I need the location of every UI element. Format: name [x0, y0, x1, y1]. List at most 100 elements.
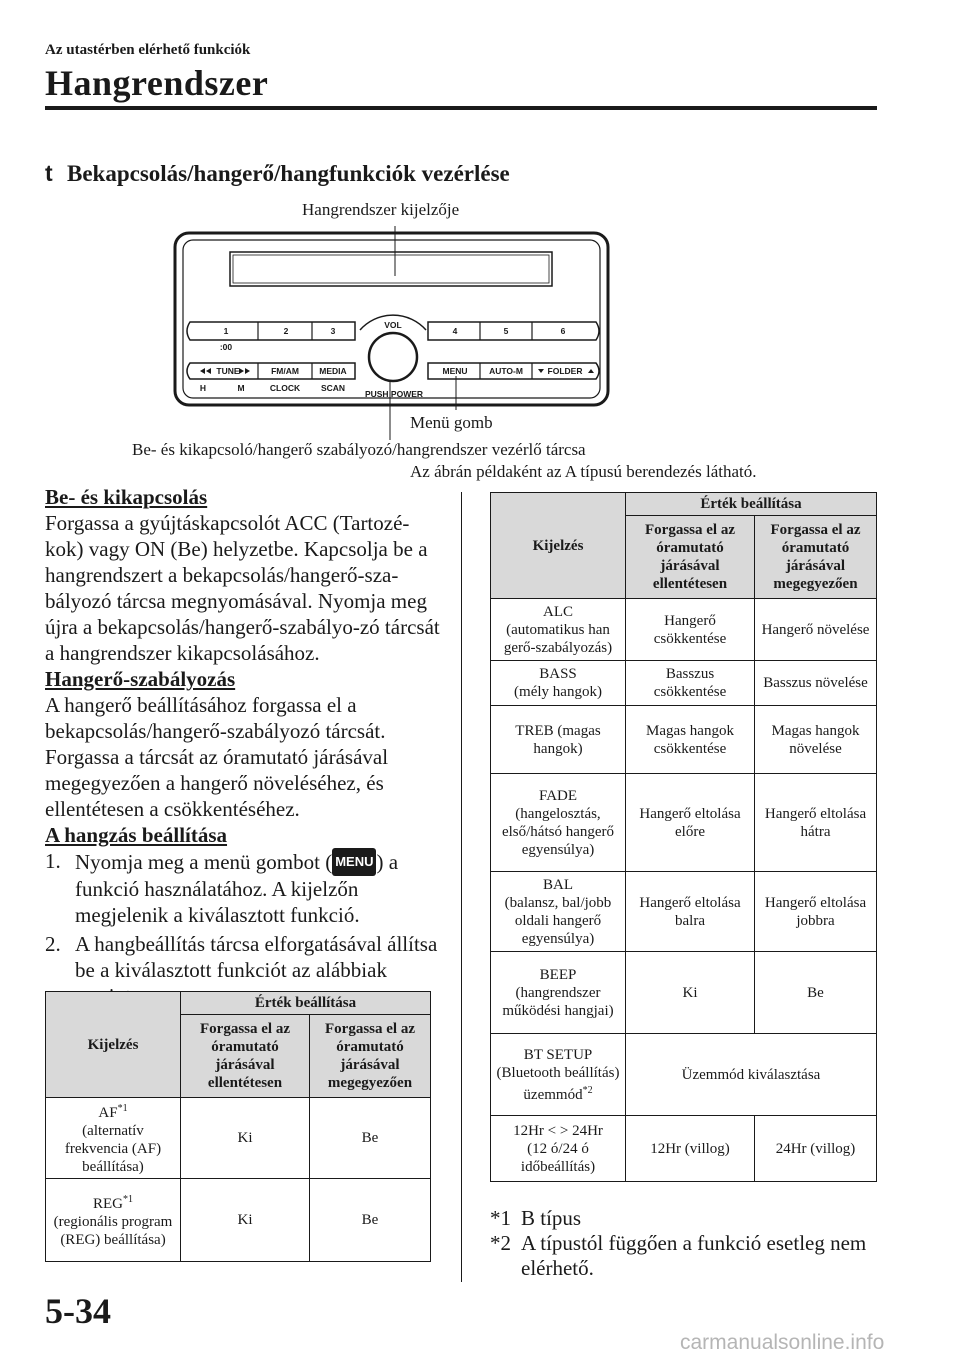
table-row-label: ALC(automatikus han gerő-szabályozás)	[490, 598, 626, 661]
table-cell: Magas hangok csökkentése	[625, 705, 755, 774]
push-power-label: PUSH POWER	[365, 389, 423, 399]
table-row-label: 12Hr < > 24Hr(12 ó/24 ó időbeállítás)	[490, 1115, 626, 1182]
display-window	[229, 251, 553, 287]
header-ccw: Forgassa el az óramutató járásával ellen…	[625, 515, 755, 599]
preset-3-label: 3	[331, 326, 336, 336]
autom-button-label: AUTO-M	[489, 366, 523, 376]
preset-4-label: 4	[453, 326, 458, 336]
clock-label: CLOCK	[270, 383, 301, 393]
vol-label: VOL	[384, 320, 401, 330]
step-2-text: A hangbeállítás tárcsa elforgatásával ál…	[75, 932, 438, 1008]
table-cell: Hangerő növelése	[754, 598, 877, 661]
column-divider	[461, 492, 462, 1282]
table-cell: Hangerő eltolása hátra	[754, 773, 877, 872]
table-row-label: BAL(balansz, bal/jobb oldali hangerő egy…	[490, 871, 626, 952]
table-cell: 24Hr (villog)	[754, 1115, 877, 1182]
diagram-caption: Az ábrán példaként az A típusú berendezé…	[410, 462, 757, 481]
step-2: 2. A hangbeállítás tárcsa elforgatásával…	[45, 931, 440, 1009]
title-divider	[45, 106, 877, 110]
preset-bar-right	[427, 321, 600, 341]
subheading-power: Be- és kikapcsolás	[45, 485, 208, 509]
function-bar-left	[186, 362, 356, 380]
section-heading: t Bekapcsolás/hangerő/hangfunkciók vezérl…	[45, 160, 510, 187]
header-ccw: Forgassa el az óramutató járásával ellen…	[180, 1014, 310, 1098]
preset-1-label: 1	[224, 326, 229, 336]
table-cell: Be	[754, 951, 877, 1034]
audio-unit-diagram: 1 2 3 4 5 6 :00 TUNE FM/AM MEDIA MENU AU…	[173, 226, 610, 440]
table-row-label: TREB (magas hangok)	[490, 705, 626, 774]
folder-button-label: FOLDER	[548, 366, 583, 376]
paragraph-power: Forgassa a gyújtáskapcsolót ACC (Tartozé…	[45, 511, 440, 665]
preset-6-label: 6	[561, 326, 566, 336]
step-1: 1. Nyomja meg a menü gombot (MENU) a fun…	[45, 848, 440, 928]
section-marker-icon: t	[45, 160, 53, 186]
step-1-number: 1.	[45, 849, 61, 873]
table-cell: Ki	[180, 1178, 310, 1262]
table-cell: Hangerő eltolása jobbra	[754, 871, 877, 952]
table-cell: Hangerő eltolása balra	[625, 871, 755, 952]
volume-dial	[367, 331, 419, 383]
header-value: Érték beállítása	[625, 492, 877, 516]
subheading-volume: Hangerő-szabályozás	[45, 667, 236, 691]
folder-up-icon	[588, 369, 594, 373]
section-heading-text: Bekapcsolás/hangerő/hangfunkciók vezérlé…	[67, 161, 510, 186]
header-value: Érték beállítása	[180, 991, 431, 1015]
audio-unit-body	[173, 231, 610, 407]
table-row-label: BT SETUP(Bluetooth beállítás) üzemmód*2	[490, 1033, 626, 1116]
page-title: Hangrendszer	[45, 63, 269, 103]
page-number: 5-34	[45, 1291, 111, 1331]
step-2-number: 2.	[45, 932, 61, 956]
table-cell: 12Hr (villog)	[625, 1115, 755, 1182]
settings-table-b: Kijelzés Érték beállítása Forgassa el az…	[490, 492, 877, 1182]
zero-label: :00	[220, 342, 233, 352]
scan-label: SCAN	[321, 383, 345, 393]
table-row-label: FADE(hangelosztás, első/hátsó hangerő eg…	[490, 773, 626, 872]
seek-forward-icon	[239, 368, 250, 374]
breadcrumb: Az utastérben elérhető funkciók	[45, 42, 251, 58]
left-column: Be- és kikapcsolás Forgassa a gyújtáskap…	[45, 484, 440, 1009]
preset-2-label: 2	[284, 326, 289, 336]
table-cell: Magas hangok növelése	[754, 705, 877, 774]
table-cell: Ki	[180, 1097, 310, 1179]
callout-volume-dial: Be- és kikapcsoló/hangerő szabályozó/han…	[132, 440, 586, 459]
table-row-label: BASS(mély hangok)	[490, 660, 626, 706]
callout-menu-button: Menü gomb	[410, 413, 493, 432]
step-1-text: Nyomja meg a menü gombot (MENU) a funkci…	[75, 848, 399, 927]
table-cell: Basszus csökkentése	[625, 660, 755, 706]
table-row-label: BEEP(hangrendszer működési hangjai)	[490, 951, 626, 1034]
settings-table-a: Kijelzés Érték beállítása Forgassa el az…	[45, 991, 431, 1262]
watermark: carmanualsonline.info	[680, 1331, 885, 1354]
menu-key-icon: MENU	[332, 848, 377, 876]
table-cell: Hangerő eltolása előre	[625, 773, 755, 872]
fmam-button-label: FM/AM	[271, 366, 299, 376]
table-cell: Ki	[625, 951, 755, 1034]
preset-5-label: 5	[504, 326, 509, 336]
preset-bar-left	[186, 321, 356, 341]
header-display: Kijelzés	[45, 991, 181, 1098]
seek-back-icon	[200, 368, 211, 374]
table-row-label: REG*1(regionális program (REG) beállítás…	[45, 1178, 181, 1262]
table-cell: Üzemmód kiválasztása	[625, 1033, 877, 1116]
header-cw: Forgassa el az óramutató járásával megeg…	[754, 515, 877, 599]
table-cell: Hangerő csökkentése	[625, 598, 755, 661]
paragraph-volume: A hangerő beállításához forgassa el a be…	[45, 693, 389, 821]
table-cell: Be	[309, 1097, 431, 1179]
menu-button-label: MENU	[442, 366, 467, 376]
table-cell: Be	[309, 1178, 431, 1262]
table-row-label: AF*1(alternatív frekvencia (AF) beállítá…	[45, 1097, 181, 1179]
m-label: M	[237, 383, 244, 393]
callout-display: Hangrendszer kijelzője	[302, 200, 460, 219]
h-label: H	[200, 383, 206, 393]
tune-button-label: TUNE	[216, 366, 239, 376]
table-cell: Basszus növelése	[754, 660, 877, 706]
left-right-arrows-icon: < >	[547, 1122, 569, 1139]
media-button-label: MEDIA	[319, 366, 346, 376]
header-cw: Forgassa el az óramutató járásával megeg…	[309, 1014, 431, 1098]
header-display: Kijelzés	[490, 492, 626, 599]
function-bar-right	[427, 362, 600, 380]
subheading-sound: A hangzás beállítása	[45, 823, 228, 847]
folder-down-icon	[538, 369, 544, 373]
